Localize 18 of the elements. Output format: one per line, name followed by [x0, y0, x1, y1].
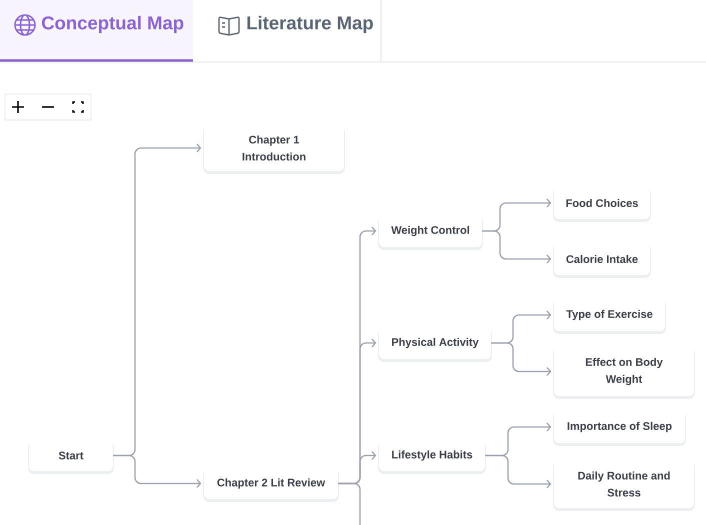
concept-box: Lifestyle Habits	[378, 440, 486, 474]
concept-box: Chapter 2 Lit Review	[203, 468, 339, 502]
connector-arrow	[491, 342, 552, 376]
concept-box: Food Choices	[553, 187, 651, 222]
concept-box: Effect on Body Weight	[553, 347, 695, 399]
concept-box: Daily Routine and Stress	[553, 460, 695, 511]
connector-arrow	[113, 454, 202, 488]
concept-box: Type of Exercise	[553, 299, 666, 334]
concept-box: Weight Control	[378, 215, 483, 250]
concept-box: Physical Activity	[378, 327, 492, 362]
connector-arrow	[485, 454, 552, 488]
concept-box: Start	[28, 440, 114, 474]
connector-arrow	[482, 230, 552, 264]
concept-box: Chapter 1 Introduction	[203, 125, 345, 174]
tab-label: Literature Map	[247, 16, 373, 34]
concept-box: Importance of Sleep	[553, 411, 686, 446]
concept-box: Calorie Intake	[553, 243, 651, 278]
tab: Conceptual Map	[0, 0, 193, 62]
